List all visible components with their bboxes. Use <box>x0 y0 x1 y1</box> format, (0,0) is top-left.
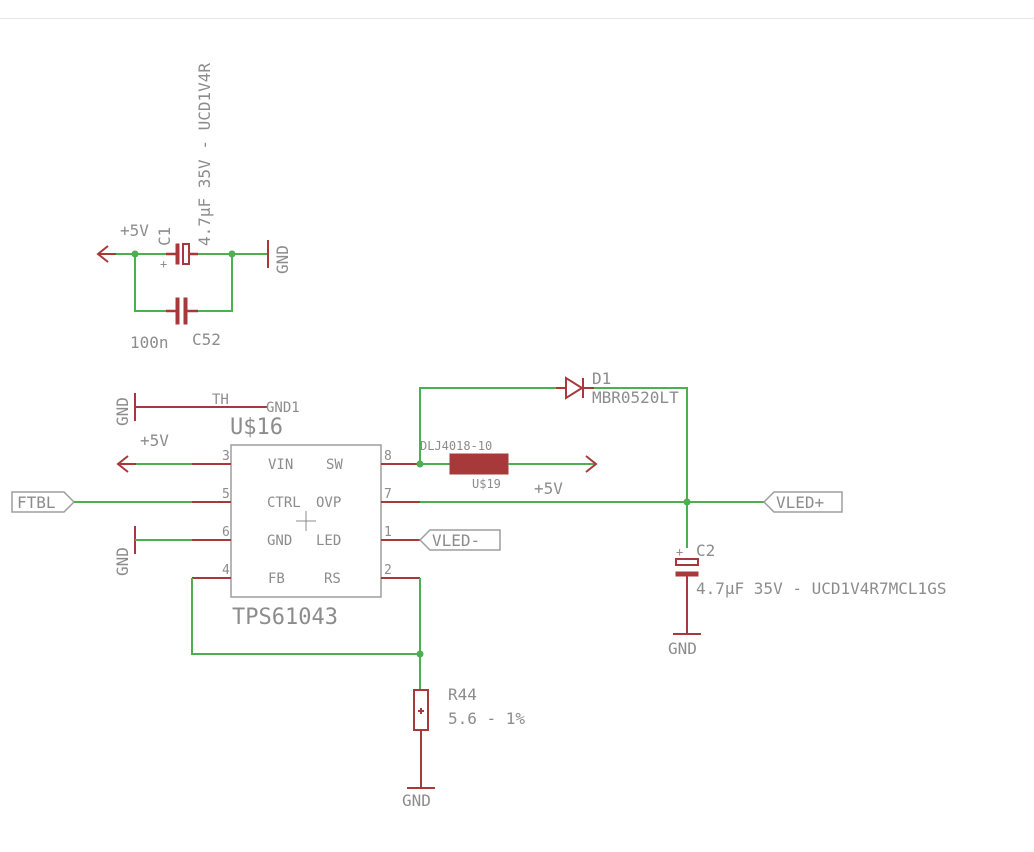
pin-name-ctrl: CTRL <box>267 495 301 511</box>
ic-supply-label: +5V <box>140 431 169 450</box>
r44-ref-label: R44 <box>448 685 477 704</box>
wire-fb-loop[interactable] <box>191 578 420 655</box>
junction-c1-left <box>131 250 139 258</box>
pin-number-led: 1 <box>384 525 392 540</box>
net-label-ftbl: FTBL <box>17 493 56 512</box>
c52-ref-label: C52 <box>192 330 221 349</box>
wire-c52-loop[interactable] <box>134 254 172 312</box>
pin-name-vin: VIN <box>268 457 293 473</box>
th-label: TH <box>212 392 229 408</box>
diode-d1-symbol[interactable] <box>556 376 594 400</box>
pin-number-ctrl: 5 <box>222 487 230 502</box>
net-flag-ftbl[interactable] <box>11 491 76 513</box>
pin-name-ovp: OVP <box>316 495 341 511</box>
boost-inductor-diode-group: DLJ4018-10 U$19 +5V D1 MBR0520LT <box>416 369 688 548</box>
inductor-part-label: DLJ4018-10 <box>420 439 492 453</box>
pin-number-gnd: 6 <box>222 525 230 540</box>
gnd1-label: GND1 <box>266 400 300 416</box>
diode-part-label: MBR0520LT <box>592 388 679 407</box>
inductor-supply-label: +5V <box>534 479 563 498</box>
wire-diode-cathode[interactable] <box>594 387 688 548</box>
junction-ovp <box>683 498 691 506</box>
c2-capacitor-symbol[interactable]: + <box>675 545 699 577</box>
net-label-vled-plus: VLED+ <box>776 493 824 512</box>
c52-value-label: 100n <box>130 333 169 352</box>
output-vled-plus-group: VLED+ + C2 4.7µF 35V - UCD1V4R7MCL1GS GN… <box>420 491 946 658</box>
c52-capacitor-symbol[interactable] <box>166 297 198 325</box>
r44-value-label: 5.6 - 1% <box>448 709 525 728</box>
c2-ground-label: GND <box>668 639 697 658</box>
ic-part-label: TPS61043 <box>232 605 338 630</box>
c1-supply-label: +5V <box>120 221 149 240</box>
c2-ref-label: C2 <box>696 541 715 560</box>
pin-name-sw: SW <box>326 457 343 473</box>
wire-diode-anode[interactable] <box>419 387 560 464</box>
ic-u16-group: GND TH GND1 U$16 TPS61043 3 5 6 4 8 7 1 … <box>11 392 501 690</box>
c2-value-label: 4.7µF 35V - UCD1V4R7MCL1GS <box>696 579 946 598</box>
pin-number-sw: 8 <box>384 449 392 464</box>
net-flag-vled-plus[interactable] <box>762 491 843 513</box>
junction-c1-right <box>228 250 236 258</box>
inductor-symbol[interactable] <box>449 453 509 475</box>
pin-name-rs: RS <box>324 571 341 587</box>
pin-number-rs: 2 <box>384 563 392 578</box>
inductor-ref-label: U$19 <box>472 477 501 491</box>
c1-c52-decoupling-group: +5V + C1 4.7µF 35V - UCD1V4R GND 100n C5… <box>96 63 292 352</box>
supply-arrow-inductor <box>585 455 598 473</box>
c1-value-label: 4.7µF 35V - UCD1V4R <box>195 63 214 246</box>
wire-c52-loop-right[interactable] <box>188 254 233 312</box>
gnd-th-label: GND <box>113 397 132 426</box>
pin-number-ovp: 7 <box>384 487 392 502</box>
svg-text:+: + <box>676 545 683 559</box>
net-flag-vled-minus[interactable] <box>418 529 501 551</box>
pin-name-led: LED <box>316 533 341 549</box>
resistor-r44-group: R44 5.6 - 1% GND <box>402 685 525 810</box>
pin-number-vin: 3 <box>222 449 230 464</box>
ic-body[interactable] <box>230 444 382 598</box>
net-label-vled-minus: VLED- <box>432 531 480 550</box>
gnd-pin6-label: GND <box>113 547 132 576</box>
pin-name-fb: FB <box>268 571 285 587</box>
diode-ref-label: D1 <box>592 369 611 388</box>
r44-ground-label: GND <box>402 791 431 810</box>
c1-ref-label: C1 <box>155 227 174 246</box>
pin-number-fb: 4 <box>222 563 230 578</box>
junction-rs <box>416 650 424 658</box>
svg-text:+: + <box>160 257 167 271</box>
ic-ref-label: U$16 <box>230 415 283 440</box>
canvas-top-border <box>0 18 1034 19</box>
c1-ground-label: GND <box>273 245 292 274</box>
c1-capacitor-symbol[interactable]: + <box>160 243 198 271</box>
pin-name-gnd: GND <box>267 533 292 549</box>
